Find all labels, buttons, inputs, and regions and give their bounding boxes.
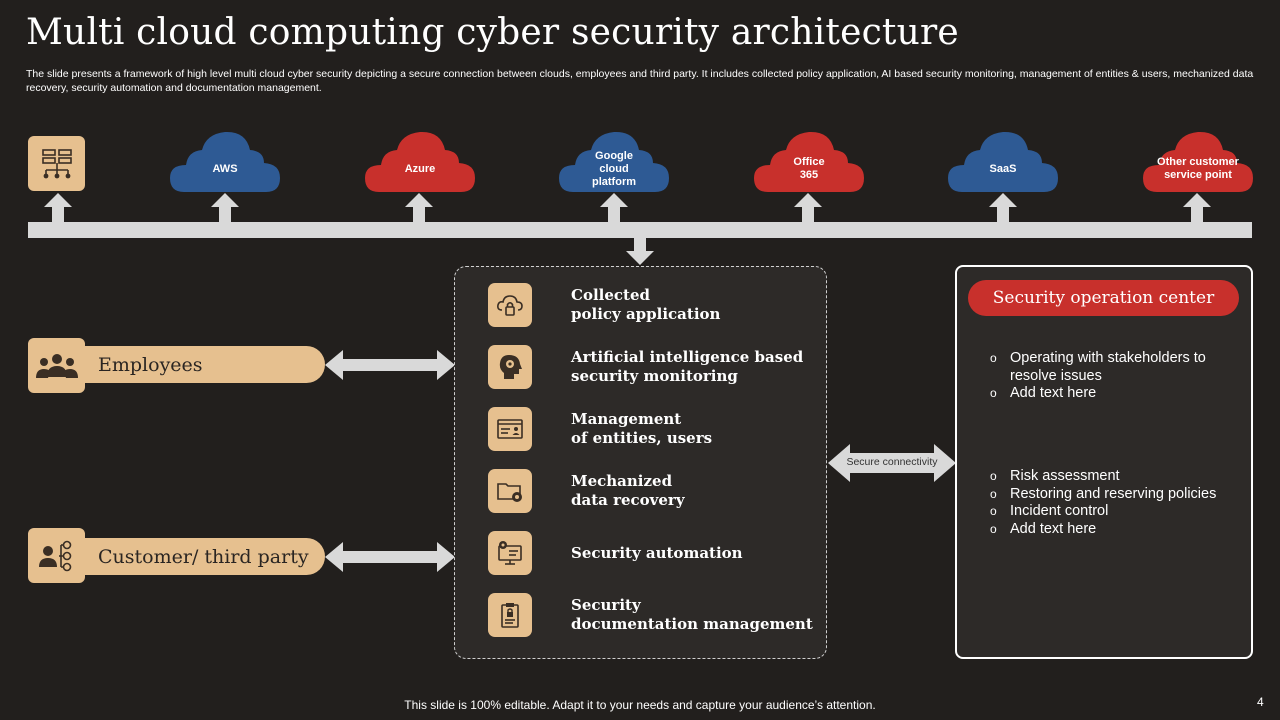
item-management-entities-users: Management of entities, users — [488, 407, 828, 453]
cloud-aws: AWS — [170, 131, 280, 193]
up-arrow-icon — [989, 193, 1017, 222]
security-operation-center-box — [955, 265, 1253, 659]
monitor-gear-icon — [488, 531, 532, 575]
people-group-icon — [28, 338, 85, 393]
cloud-shape-icon — [559, 131, 669, 192]
cloud-shape-icon — [365, 131, 475, 192]
network-server-icon — [28, 136, 85, 191]
cloud-azure: Azure — [365, 131, 475, 193]
slide-title: Multi cloud computing cyber security arc… — [26, 12, 959, 53]
cloud-label: Office 365 — [793, 156, 825, 181]
secure-connectivity-arrow — [828, 444, 956, 482]
cloud-shape-icon — [948, 131, 1058, 192]
cloud-lock-icon — [488, 283, 532, 327]
soc-title: Security operation center — [968, 280, 1239, 316]
folder-gear-icon — [488, 469, 532, 513]
user-panel-icon — [488, 407, 532, 451]
cloud-label: AWS — [212, 162, 238, 175]
clipboard-lock-icon — [488, 593, 532, 637]
footer-note: This slide is 100% editable. Adapt it to… — [404, 698, 876, 712]
cloud-shape-icon — [170, 131, 280, 192]
bullet-item: Add text here — [990, 385, 1240, 403]
item-label: Security automation — [571, 543, 743, 562]
secure-connectivity-label: Secure connectivity — [846, 456, 938, 468]
up-arrow-icon — [211, 193, 239, 222]
cloud-shape-icon — [1143, 131, 1253, 192]
slide-subtitle: The slide presents a framework of high l… — [26, 68, 1254, 94]
item-label: Collected policy application — [571, 286, 721, 323]
up-arrow-icon — [405, 193, 433, 222]
cloud-label: SaaS — [989, 162, 1017, 175]
up-arrow-icon — [44, 193, 72, 222]
cloud-saas: SaaS — [948, 131, 1058, 193]
item-security-automation: Security automation — [488, 531, 828, 577]
item-label: Security documentation management — [571, 596, 813, 633]
item-label: Artificial intelligence based security m… — [571, 348, 804, 385]
customer-third-party-label: Customer/ third party — [80, 538, 325, 575]
cloud-label: Azure — [404, 162, 436, 175]
up-arrow-icon — [600, 193, 628, 222]
connection-bus — [28, 222, 1252, 238]
item-ai-security-monitoring: Artificial intelligence based security m… — [488, 345, 828, 391]
ai-head-icon — [488, 345, 532, 389]
cloud-label: Other customer service point — [1157, 156, 1239, 181]
page-number: 4 — [1257, 695, 1264, 709]
item-mechanized-data-recovery: Mechanized data recovery — [488, 469, 828, 515]
double-arrow-icon — [325, 542, 455, 572]
double-arrow-icon — [325, 350, 455, 380]
soc-bullets-group-2: Risk assessment Restoring and reserving … — [990, 468, 1240, 538]
item-label: Management of entities, users — [571, 410, 713, 447]
down-arrow-icon — [626, 238, 654, 265]
bullet-item: Risk assessment — [990, 468, 1240, 486]
up-arrow-icon — [794, 193, 822, 222]
item-security-documentation-management: Security documentation management — [488, 593, 828, 639]
cloud-google-cloud-platform: Google cloud platform — [559, 131, 669, 193]
up-arrow-icon — [1183, 193, 1211, 222]
item-label: Mechanized data recovery — [571, 472, 685, 509]
bullet-item: Incident control — [990, 503, 1240, 521]
bullet-item: Restoring and reserving policies — [990, 486, 1240, 504]
employees-label: Employees — [80, 346, 325, 383]
cloud-shape-icon — [754, 131, 864, 192]
cloud-label: Google cloud platform — [592, 149, 636, 188]
bullet-item: Add text here — [990, 521, 1240, 539]
item-collected-policy-application: Collected policy application — [488, 283, 828, 329]
cloud-other-customer-service-point: Other customer service point — [1143, 131, 1253, 193]
bullet-item: Operating with stakeholders to resolve i… — [990, 350, 1240, 385]
cloud-office-365: Office 365 — [754, 131, 864, 193]
soc-bullets-group-1: Operating with stakeholders to resolve i… — [990, 350, 1240, 403]
user-network-icon — [28, 528, 85, 583]
